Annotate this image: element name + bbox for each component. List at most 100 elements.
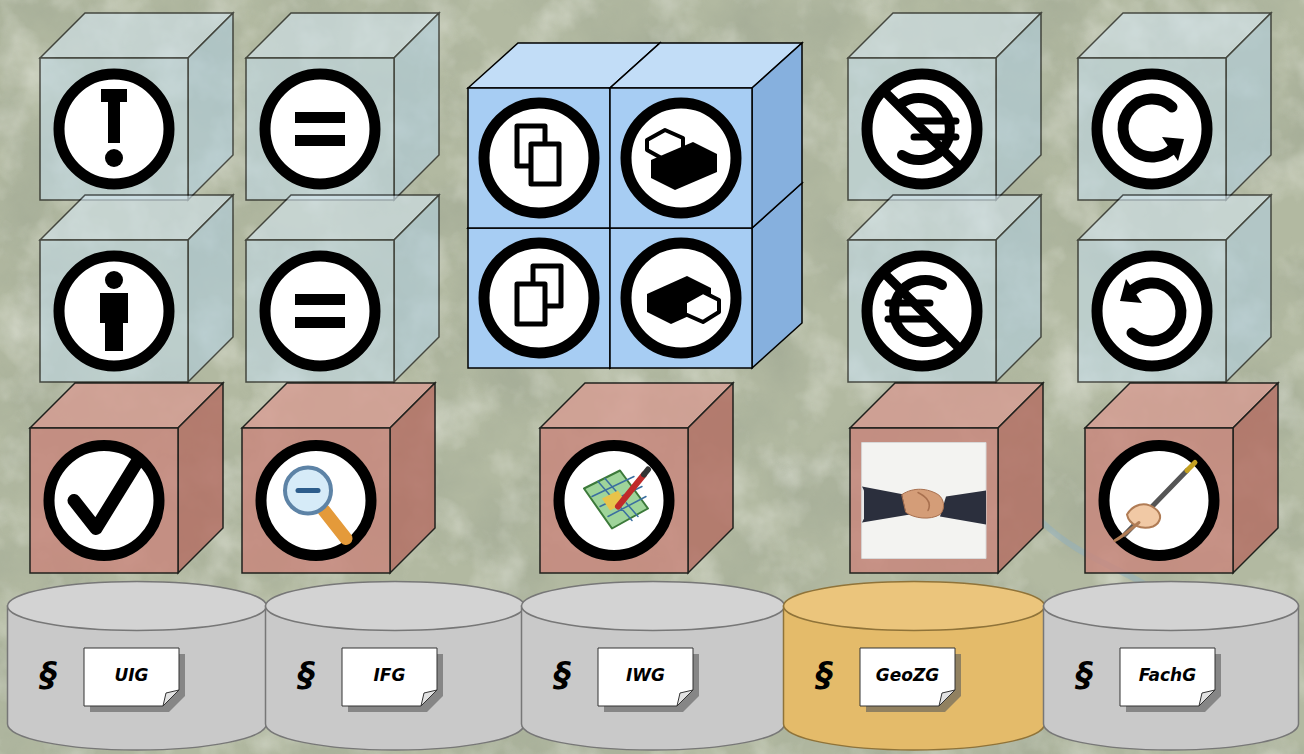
cube <box>1078 13 1271 200</box>
cube-front <box>242 428 390 573</box>
cube-side <box>390 383 435 573</box>
cube-front <box>246 58 394 200</box>
icon-shape <box>584 471 648 529</box>
section-sign: § <box>1076 656 1093 693</box>
cube <box>610 43 802 228</box>
document-label: FachG <box>1120 648 1215 706</box>
icon <box>59 74 169 184</box>
cube <box>40 13 233 200</box>
icon-ring <box>265 256 375 366</box>
cube-front <box>40 240 188 382</box>
icon <box>265 74 375 184</box>
cube-front <box>850 428 998 573</box>
icon-shape <box>517 284 545 324</box>
icon-shape <box>644 470 648 475</box>
icon <box>559 446 669 556</box>
page <box>342 648 437 706</box>
icon-ring <box>484 243 594 353</box>
icon-shape <box>324 511 346 539</box>
icon-ring <box>867 256 977 366</box>
law-database: § UIG <box>6 580 268 750</box>
icon-shape <box>685 292 719 322</box>
document-label: IWG <box>598 648 693 706</box>
cube-side <box>752 43 802 228</box>
icon-shape <box>940 491 986 525</box>
cylinder-top <box>266 582 525 631</box>
law-name: UIG <box>114 665 148 685</box>
icon-ring <box>1097 256 1207 366</box>
icon-shape <box>1130 283 1181 341</box>
page <box>1120 648 1215 706</box>
icon <box>484 243 594 353</box>
icon-shape <box>618 475 644 507</box>
law-name: GeoZG <box>876 665 939 685</box>
icon-shape <box>918 493 929 511</box>
icon-ring <box>261 446 371 556</box>
icon-shape <box>862 487 864 523</box>
cylinder-top <box>784 582 1045 631</box>
icon-shape <box>101 89 127 143</box>
icon-shape <box>886 275 958 347</box>
cube <box>848 195 1041 382</box>
icon-ring <box>265 74 375 184</box>
law-database: § GeoZG <box>782 580 1046 750</box>
cube-side <box>996 13 1041 200</box>
icon-ring <box>559 446 669 556</box>
icon-ring <box>1104 446 1214 556</box>
section-sign: § <box>816 656 833 693</box>
icon-shape <box>862 487 910 523</box>
icon <box>1097 256 1207 366</box>
icon <box>626 243 736 353</box>
icon-shape <box>531 144 559 184</box>
cube-front <box>468 88 610 228</box>
icon-ring <box>484 103 594 213</box>
icon <box>1097 74 1207 184</box>
cube-side <box>1233 383 1278 573</box>
icon-shape <box>295 112 345 146</box>
cube <box>246 13 439 200</box>
cube <box>1078 195 1271 382</box>
cube <box>30 383 223 573</box>
cube <box>40 195 233 382</box>
law-database: §IWG <box>520 580 786 750</box>
cube-side <box>1226 13 1271 200</box>
cube-front <box>30 428 178 573</box>
icon-ring <box>49 446 159 556</box>
cube <box>848 13 1041 200</box>
cube-side <box>996 195 1041 382</box>
icon <box>862 443 986 559</box>
icon-shape <box>74 461 138 529</box>
icon-shape <box>1115 523 1139 541</box>
icon-shape <box>1127 504 1160 528</box>
cube <box>246 195 439 382</box>
icon-shape <box>105 271 123 289</box>
cube-front <box>1078 240 1226 382</box>
page <box>84 648 179 706</box>
icon <box>49 446 159 556</box>
page <box>598 648 693 706</box>
cube-side <box>188 13 233 200</box>
section-sign: § <box>40 656 57 693</box>
page-fold <box>677 690 693 706</box>
page-fold <box>1199 690 1215 706</box>
cube-front <box>1078 58 1226 200</box>
cube-side <box>188 195 233 382</box>
cube-front <box>610 88 752 228</box>
icon-ring <box>1097 74 1207 184</box>
icon-ring <box>626 103 736 213</box>
cube-front <box>468 228 610 368</box>
page <box>860 648 955 706</box>
cylinder-top <box>522 582 785 631</box>
icon <box>484 103 594 213</box>
icon-ring <box>59 256 169 366</box>
icon-shape <box>862 443 986 559</box>
icon-shape <box>100 293 128 351</box>
document-label: GeoZG <box>860 648 955 706</box>
cube-side <box>394 13 439 200</box>
icon-shape <box>285 468 331 514</box>
cube <box>1085 383 1278 573</box>
icon <box>867 256 977 366</box>
law-name: IWG <box>626 665 665 685</box>
cube-side <box>394 195 439 382</box>
icon-shape <box>902 489 944 518</box>
